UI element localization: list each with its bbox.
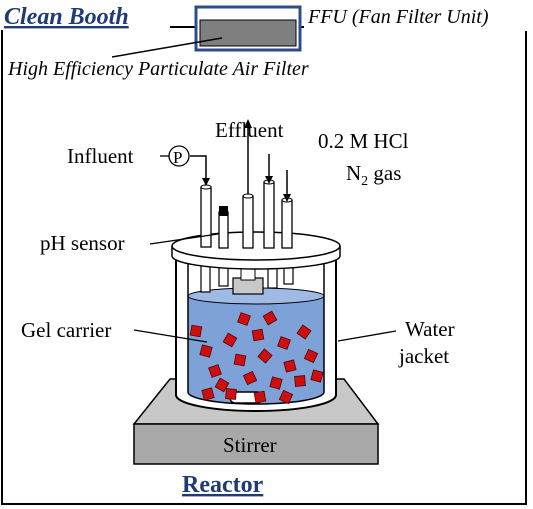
- effluent-tube-cap: [242, 193, 254, 199]
- stirrer-label: Stirrer: [223, 433, 277, 457]
- n2-label-main: N: [346, 161, 361, 185]
- n2-label-sub: 2: [361, 174, 368, 189]
- ph-sensor-label: pH sensor: [40, 231, 125, 255]
- gel-carrier-cube: [269, 376, 283, 390]
- n2-tube: [281, 199, 293, 249]
- effluent-tube: [242, 195, 254, 249]
- gel-carrier-cube: [283, 359, 297, 373]
- n2-label: N2 gas: [346, 161, 401, 189]
- ffu-label: FFU (Fan Filter Unit): [307, 6, 489, 28]
- gel-carrier-cube: [303, 348, 319, 364]
- hcl-tube: [263, 181, 275, 249]
- hepa-label: High Efficiency Particulate Air Filter: [7, 58, 309, 80]
- hepa-pointer: [111, 37, 223, 58]
- gel-carrier-cube: [277, 336, 291, 350]
- gel-carrier-cube: [201, 387, 215, 401]
- influent-arrowhead: [202, 178, 210, 186]
- influent-tube: [200, 186, 212, 248]
- clean-booth-title: Clean Booth: [4, 4, 129, 30]
- gel-carrier-cube: [237, 312, 251, 326]
- ph-sensor-cap: [219, 206, 228, 216]
- inner-vessel-wall: [187, 264, 325, 405]
- water-jacket-pointer: [337, 330, 397, 342]
- gel-carrier-cube: [208, 364, 222, 378]
- hcl-label: 0.2 M HCl: [318, 129, 409, 153]
- ph-sensor-pointer: [149, 233, 219, 245]
- hcl-arrowhead: [265, 176, 273, 184]
- reactor-water: [188, 296, 324, 404]
- arrows: [190, 126, 288, 196]
- n2-label-rest: gas: [368, 161, 401, 185]
- gel-carrier-cube: [199, 344, 213, 358]
- ph-sensor-body: [218, 211, 229, 249]
- gel-carrier-cube: [242, 370, 258, 386]
- gel-carrier-cube: [262, 310, 278, 326]
- gel-carrier-cube: [225, 388, 237, 400]
- hepa-filter: [199, 19, 297, 47]
- gel-carrier-label: Gel carrier: [21, 318, 111, 342]
- influent-arrow-line: [190, 155, 207, 180]
- water-jacket-label-1: Water: [405, 317, 455, 341]
- gel-carrier-cube: [251, 328, 265, 342]
- reactor-lid-top: [171, 231, 341, 261]
- ffu-label-backdrop: [304, 3, 529, 31]
- gel-carrier-cubes: [189, 310, 324, 405]
- effluent-arrowhead: [244, 119, 252, 128]
- gel-carrier-cube: [222, 332, 238, 348]
- gel-carrier-cube: [214, 377, 230, 393]
- effluent-label: Effluent: [215, 118, 284, 142]
- pump-symbol-letter: P: [173, 148, 182, 167]
- gel-carrier-cube: [310, 369, 324, 383]
- n2-arrowhead: [283, 194, 291, 202]
- stirrer-front-face: [133, 423, 379, 465]
- gel-carrier-cube: [253, 390, 267, 404]
- title-backdrop: [0, 2, 170, 30]
- gel-carrier-cube: [294, 375, 306, 387]
- gel-carrier-cube: [233, 353, 247, 367]
- device-stem: [240, 267, 256, 281]
- gel-carrier-cube: [189, 324, 203, 338]
- gel-carrier-cube: [278, 389, 294, 405]
- water-jacket-label-2: jacket: [398, 344, 449, 368]
- reactor-label: Reactor: [182, 472, 264, 498]
- gel-carrier-cube: [296, 324, 312, 340]
- gel-carrier-cube: [257, 348, 273, 364]
- influent-label: Influent: [67, 144, 134, 168]
- gel-carrier-pointer: [133, 329, 208, 343]
